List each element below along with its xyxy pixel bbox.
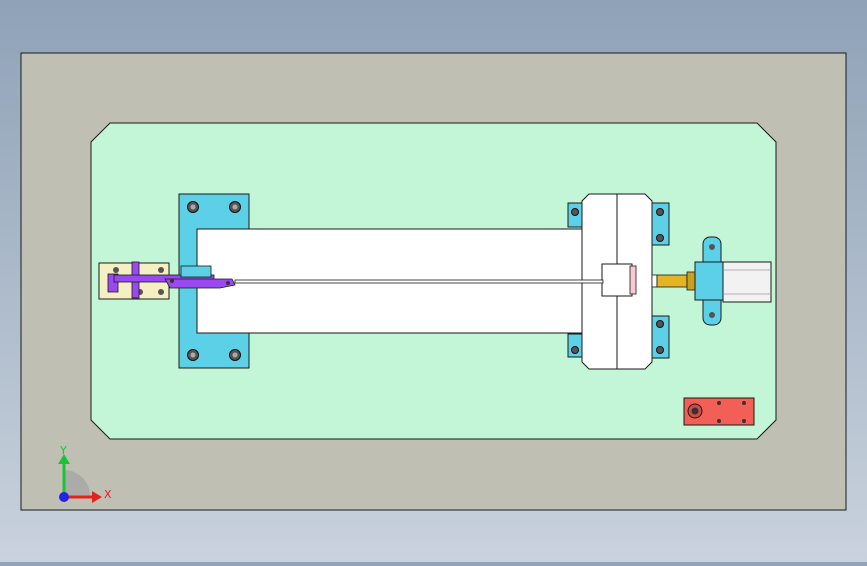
y-axis-label: Y <box>59 444 67 457</box>
pusher-slot <box>601 263 633 297</box>
x-axis-label: X <box>104 488 112 501</box>
hex-bolt-icon <box>187 201 199 213</box>
right-guide-blocks[interactable] <box>567 202 670 359</box>
hex-bolt-icon <box>229 201 241 213</box>
hex-bolt-icon <box>229 349 241 361</box>
toggle-clamp-linkage[interactable] <box>107 261 236 299</box>
cylinder-rod-collar <box>651 274 658 288</box>
coordinate-triad-icon: Y X <box>58 444 112 503</box>
cylinder-mount-bracket[interactable] <box>694 236 726 326</box>
hex-bolt-icon <box>187 349 199 361</box>
centre-rod <box>234 279 604 284</box>
air-cylinder-body[interactable] <box>722 261 772 303</box>
pusher-pad <box>629 265 637 295</box>
cylinder-piston-rod[interactable] <box>656 274 688 288</box>
